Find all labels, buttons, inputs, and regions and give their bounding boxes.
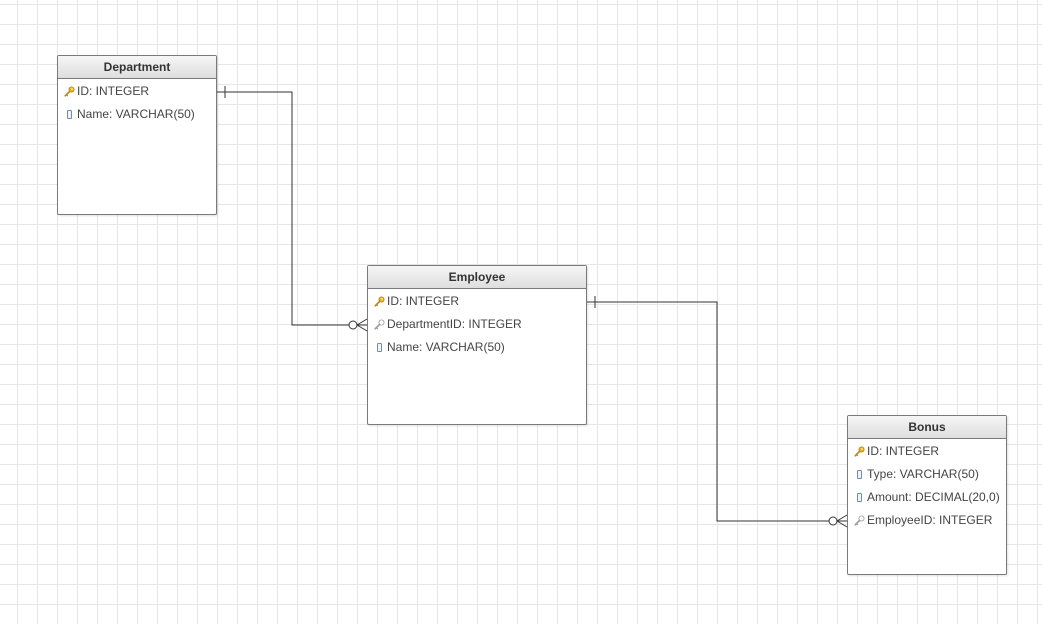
crowfoot-marker bbox=[356, 324, 368, 332]
primary-key-icon bbox=[373, 290, 386, 313]
entity-title[interactable]: Bonus bbox=[848, 416, 1006, 439]
attribute-label: EmployeeID: INTEGER bbox=[867, 513, 993, 527]
crowfoot-marker bbox=[836, 520, 848, 528]
entity-department[interactable]: Department ID: INTEGER Name: VARCHAR(50) bbox=[57, 55, 217, 215]
entity-employee[interactable]: Employee ID: INTEGER DepartmentID: INTEG… bbox=[367, 265, 587, 425]
attribute-label: Amount: DECIMAL(20,0) bbox=[867, 490, 1000, 504]
attribute-row[interactable]: Type: VARCHAR(50) bbox=[848, 463, 1006, 486]
relationship-department-employee[interactable] bbox=[217, 86, 368, 332]
attribute-label: Name: VARCHAR(50) bbox=[387, 340, 505, 354]
attribute-list: ID: INTEGER DepartmentID: INTEGER Name: … bbox=[368, 289, 586, 359]
attribute-list: ID: INTEGER Name: VARCHAR(50) bbox=[58, 79, 216, 126]
attribute-row[interactable]: Name: VARCHAR(50) bbox=[368, 336, 586, 359]
entity-title[interactable]: Employee bbox=[368, 266, 586, 289]
primary-key-icon bbox=[63, 80, 76, 103]
attribute-label: DepartmentID: INTEGER bbox=[387, 317, 522, 331]
crowfoot-marker bbox=[836, 514, 848, 522]
attribute-list: ID: INTEGER Type: VARCHAR(50) Amount: DE… bbox=[848, 439, 1006, 532]
entity-title[interactable]: Department bbox=[58, 56, 216, 79]
relationship-employee-bonus[interactable] bbox=[587, 296, 848, 528]
attribute-label: ID: INTEGER bbox=[867, 444, 940, 458]
zero-marker bbox=[828, 516, 838, 526]
attribute-row[interactable]: ID: INTEGER bbox=[848, 440, 1006, 463]
attribute-row[interactable]: ID: INTEGER bbox=[58, 80, 216, 103]
attribute-label: Type: VARCHAR(50) bbox=[867, 467, 979, 481]
attribute-label: Name: VARCHAR(50) bbox=[77, 107, 195, 121]
foreign-key-icon bbox=[373, 313, 386, 336]
attribute-row[interactable]: Name: VARCHAR(50) bbox=[58, 103, 216, 126]
column-icon bbox=[853, 463, 866, 486]
attribute-row[interactable]: ID: INTEGER bbox=[368, 290, 586, 313]
attribute-label: ID: INTEGER bbox=[387, 294, 460, 308]
foreign-key-icon bbox=[853, 509, 866, 532]
primary-key-icon bbox=[853, 440, 866, 463]
attribute-row[interactable]: EmployeeID: INTEGER bbox=[848, 509, 1006, 532]
connector-line bbox=[587, 301, 829, 522]
zero-marker bbox=[348, 320, 358, 330]
column-icon bbox=[63, 103, 76, 126]
column-icon bbox=[853, 486, 866, 509]
attribute-row[interactable]: Amount: DECIMAL(20,0) bbox=[848, 486, 1006, 509]
entity-bonus[interactable]: Bonus ID: INTEGER Type: VARCHAR(50) Amou… bbox=[847, 415, 1007, 575]
connector-line bbox=[217, 91, 349, 326]
attribute-label: ID: INTEGER bbox=[77, 84, 150, 98]
column-icon bbox=[373, 336, 386, 359]
attribute-row[interactable]: DepartmentID: INTEGER bbox=[368, 313, 586, 336]
crowfoot-marker bbox=[356, 318, 368, 326]
